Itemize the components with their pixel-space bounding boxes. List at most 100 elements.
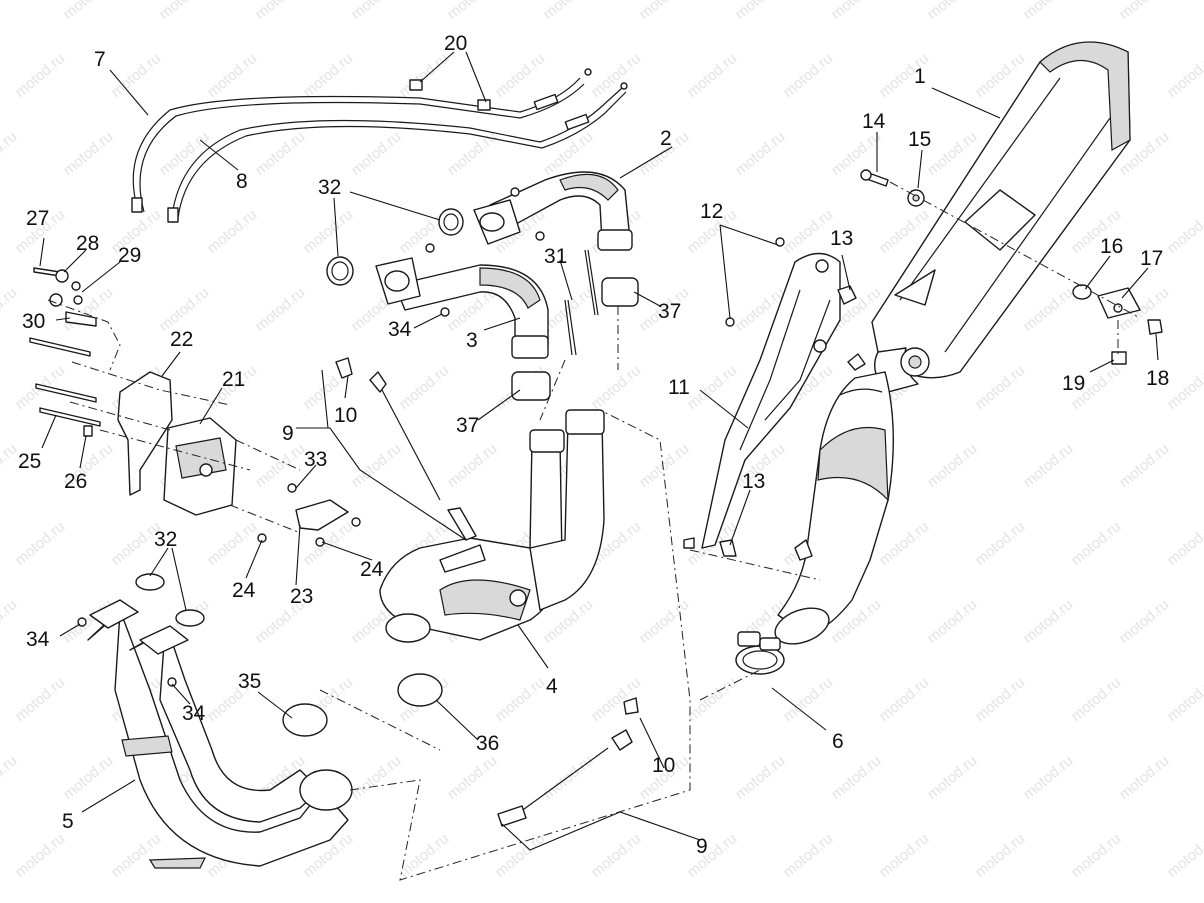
label-part-7: 7: [94, 48, 106, 71]
watermark-text: motod.ru: [1020, 752, 1076, 803]
label-part-15: 15: [908, 128, 931, 151]
watermark-text: motod.ru: [588, 830, 644, 881]
watermark-text: motod.ru: [348, 752, 404, 803]
watermark-text: motod.ru: [684, 362, 740, 413]
label-part-14: 14: [862, 110, 886, 133]
collector: [379, 409, 605, 707]
watermark-text: motod.ru: [540, 0, 596, 23]
watermark-text: motod.ru: [876, 830, 932, 881]
nuts-34: [425, 187, 545, 317]
label-part-32-lower: 32: [154, 528, 177, 551]
watermark-text: motod.ru: [828, 0, 884, 23]
watermark-text: motod.ru: [732, 128, 788, 179]
sleeves-37: [511, 277, 639, 401]
label-part-4: 4: [546, 675, 558, 698]
label-part-13-upper: 13: [830, 227, 853, 250]
valve-cables: [131, 68, 628, 223]
watermark-text: motod.ru: [252, 0, 308, 23]
label-part-17: 17: [1140, 247, 1163, 270]
label-part-36: 36: [476, 732, 499, 755]
watermark-text: motod.ru: [732, 752, 788, 803]
watermark-text: motod.ru: [1068, 518, 1124, 569]
label-part-18: 18: [1146, 367, 1169, 390]
watermark-text: motod.ru: [12, 674, 68, 725]
label-part-25: 25: [18, 450, 41, 473]
watermark-text: motod.ru: [12, 50, 68, 101]
watermark-text: motod.ru: [876, 674, 932, 725]
link-pipe-lower: [375, 257, 549, 359]
label-part-29: 29: [118, 244, 141, 267]
watermark-text: motod.ru: [1116, 596, 1172, 647]
watermark-text: motod.ru: [1164, 518, 1204, 569]
watermark-text: motod.ru: [204, 50, 260, 101]
label-part-34-upper: 34: [388, 318, 412, 341]
exhaust-clamp: [735, 631, 785, 675]
label-part-10-upper: 10: [334, 404, 357, 427]
watermark-text: motod.ru: [252, 128, 308, 179]
watermark-text: motod.ru: [444, 0, 500, 23]
label-part-3: 3: [466, 329, 478, 352]
leader-lines: [39, 51, 1159, 851]
watermark-text: motod.ru: [12, 830, 68, 881]
watermark-text: motod.ru: [1164, 362, 1204, 413]
watermark-text: motod.ru: [156, 0, 212, 23]
watermark-text: motod.ru: [300, 206, 356, 257]
watermark-text: motod.ru: [0, 284, 20, 335]
label-part-34-lower: 34: [182, 702, 206, 725]
watermark-text: motod.ru: [972, 518, 1028, 569]
watermark-text: motod.ru: [1020, 284, 1076, 335]
label-part-26: 26: [64, 470, 87, 493]
watermark-text: motod.ru: [1116, 752, 1172, 803]
label-part-37-upper: 37: [658, 300, 681, 323]
watermark-text: motod.ru: [924, 0, 980, 23]
label-part-8: 8: [236, 170, 248, 193]
watermark-text: motod.ru: [492, 830, 548, 881]
label-part-13-lower: 13: [742, 470, 765, 493]
label-part-12: 12: [700, 200, 723, 223]
label-part-1: 1: [914, 65, 926, 88]
watermark-text: motod.ru: [876, 518, 932, 569]
label-part-27: 27: [26, 207, 49, 230]
watermark-text: motod.ru: [780, 206, 836, 257]
watermark-text: motod.ru: [0, 128, 20, 179]
watermark-text: motod.ru: [828, 128, 884, 179]
label-part-30: 30: [22, 310, 45, 333]
watermark-text: motod.ru: [780, 50, 836, 101]
assembly-lines: [47, 181, 1141, 881]
label-part-37-lower: 37: [456, 414, 479, 437]
muffler: [847, 41, 1131, 393]
watermark-text: motod.ru: [972, 362, 1028, 413]
watermark-text: motod.ru: [1020, 0, 1076, 23]
watermark-text: motod.ru: [1164, 50, 1204, 101]
oxygen-sensors: [335, 357, 639, 827]
label-part-31: 31: [544, 245, 567, 268]
watermark-text: motod.ru: [732, 0, 788, 23]
watermark-text: motod.ru: [780, 674, 836, 725]
watermark-text: motod.ru: [12, 518, 68, 569]
watermark-text: motod.ru: [1116, 440, 1172, 491]
watermark-text: motod.ru: [636, 596, 692, 647]
watermark-text: motod.ru: [60, 752, 116, 803]
watermark-text: motod.ru: [444, 752, 500, 803]
label-part-16: 16: [1100, 235, 1123, 258]
watermark-text: motod.ru: [684, 674, 740, 725]
watermark-text: motod.ru: [924, 596, 980, 647]
label-part-19: 19: [1062, 372, 1085, 395]
watermark-text: motod.ru: [300, 50, 356, 101]
watermark-text: motod.ru: [1164, 830, 1204, 881]
watermark-text: motod.ru: [108, 50, 164, 101]
heat-shield: [683, 237, 857, 557]
watermark-text: motod.ru: [924, 752, 980, 803]
label-part-11: 11: [668, 376, 690, 399]
watermark-text: motod.ru: [636, 0, 692, 23]
watermark-text: motod.ru: [1068, 674, 1124, 725]
watermark-text: motod.ru: [60, 0, 116, 23]
link-pipe-upper: [473, 171, 633, 251]
watermark-text: motod.ru: [1068, 830, 1124, 881]
watermark-text: motod.ru: [0, 0, 20, 23]
watermark-text: motod.ru: [1164, 206, 1204, 257]
label-part-21: 21: [222, 368, 245, 391]
watermark-text: motod.ru: [108, 830, 164, 881]
label-part-20: 20: [444, 32, 467, 55]
